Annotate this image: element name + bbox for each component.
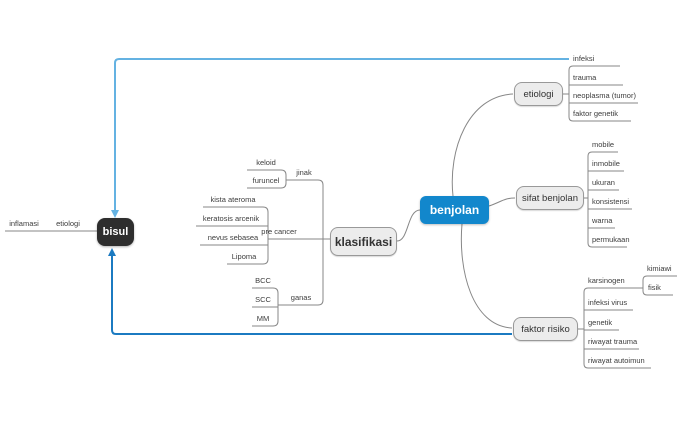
link-faktor-bisul [111,255,512,335]
leaf-infeksi[interactable]: infeksi [573,54,595,63]
node-sifat-benjolan[interactable]: sifat benjolan [516,186,584,210]
node-bisul[interactable]: bisul [97,218,134,246]
benjolan-etiologi-curve [451,93,514,197]
karsinogen-bracket [631,275,677,296]
leaf-scc[interactable]: SCC [255,295,271,304]
link-faktor-bisul-arrow [108,248,116,256]
sifat-bracket [583,151,632,248]
leaf-riwayat-autoimun[interactable]: riwayat autoimun [588,356,645,365]
leaf-keratosis-arcenik[interactable]: keratosis arcenik [202,214,260,223]
jinak-branch-line [286,179,324,186]
benjolan-faktor-curve [460,223,513,329]
leaf-permukaan[interactable]: permukaan [592,235,630,244]
node-klasifikasi[interactable]: klasifikasi [330,227,397,256]
link-infeksi-bisul [114,58,569,210]
leaf-kista-ateroma[interactable]: kista ateroma [210,195,256,204]
leaf-neoplasma[interactable]: neoplasma (tumor) [573,91,636,100]
leaf-warna[interactable]: warna [592,216,613,225]
leaf-inmobile[interactable]: inmobile [592,159,620,168]
leaf-inflamasi[interactable]: inflamasi [9,219,39,228]
leaf-mobile[interactable]: mobile [592,140,615,149]
leaf-furuncel[interactable]: furuncel [252,176,280,185]
leaf-bcc[interactable]: BCC [255,276,271,285]
node-benjolan[interactable]: benjolan [420,196,489,224]
pre-cancer-bracket [203,206,269,265]
leaf-trauma[interactable]: trauma [573,73,597,82]
leaf-karsinogen[interactable]: karsinogen [588,276,625,285]
leaf-pre-cancer[interactable]: pre cancer [261,227,297,236]
benjolan-klasifikasi-curve [396,209,421,242]
leaf-keloid[interactable]: keloid [256,158,276,167]
etiologi-bracket [562,65,638,122]
leaf-konsistensi[interactable]: konsistensi [592,197,630,206]
leaf-fisik[interactable]: fisik [648,283,661,292]
leaf-ukuran[interactable]: ukuran [592,178,615,187]
leaf-riwayat-trauma[interactable]: riwayat trauma [588,337,638,346]
link-infeksi-bisul-arrow [111,210,119,218]
leaf-nevus-sebasea[interactable]: nevus sebasea [207,233,259,242]
leaf-jinak[interactable]: jinak [296,168,312,177]
leaf-mm[interactable]: MM [256,314,270,323]
benjolan-sifat-curve [488,197,516,207]
faktor-risiko-bracket [577,287,651,369]
leaf-genetik[interactable]: genetik [588,318,613,327]
leaf-etiologi-left[interactable]: etiologi [56,219,80,228]
node-faktor-risiko[interactable]: faktor risiko [513,317,578,341]
leaf-faktor-genetik[interactable]: faktor genetik [573,109,619,118]
leaf-lipoma[interactable]: Lipoma [231,252,257,261]
leaf-kimiawi[interactable]: kimiawi [647,264,672,273]
node-etiologi[interactable]: etiologi [514,82,563,106]
leaf-infeksi-virus[interactable]: infeksi virus [588,298,628,307]
jinak-bracket [247,169,287,189]
ganas-branch-line [278,299,324,306]
leaf-ganas[interactable]: ganas [290,293,312,302]
